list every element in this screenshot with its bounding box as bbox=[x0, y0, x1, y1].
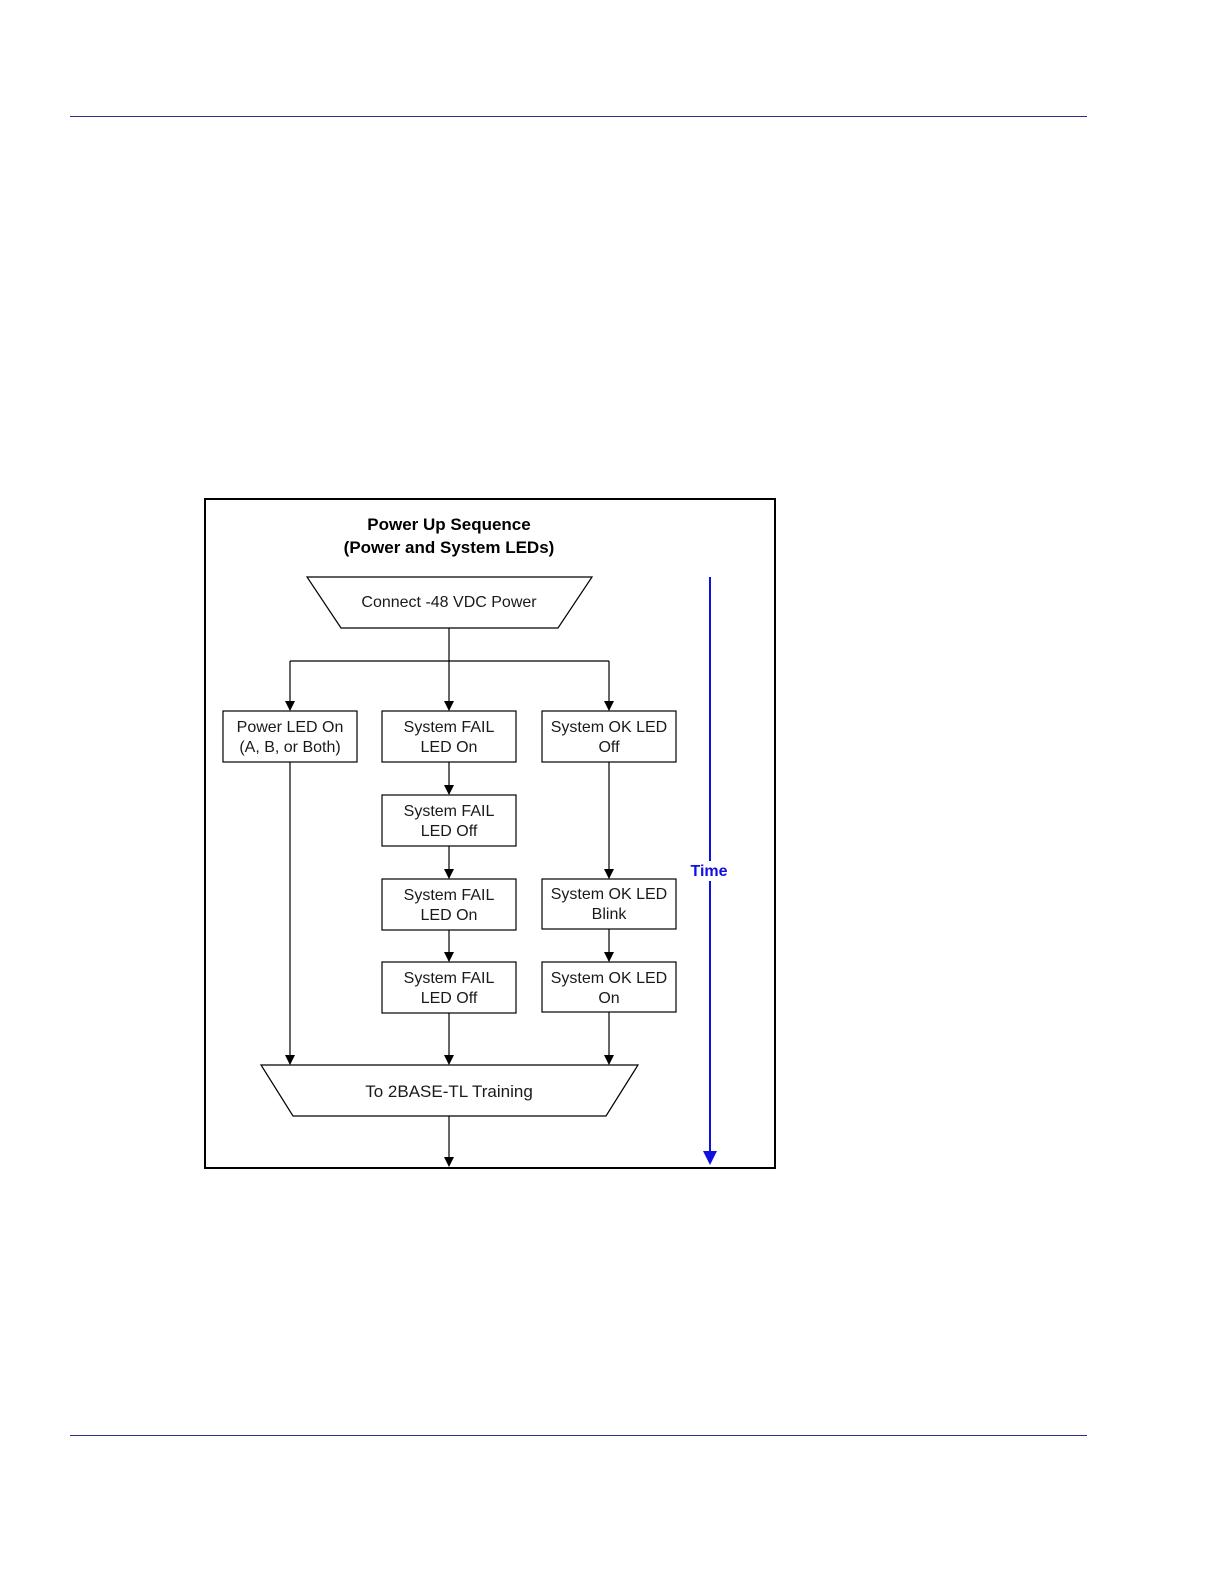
ok-box-3-line2: On bbox=[598, 990, 619, 1007]
ok-box-1-line2: Off bbox=[598, 739, 620, 756]
diagram-subtitle: (Power and System LEDs) bbox=[344, 538, 555, 557]
start-node-label: Connect -48 VDC Power bbox=[361, 594, 537, 611]
power-led-line1: Power LED On bbox=[237, 719, 344, 736]
fail-box-2-line2: LED Off bbox=[421, 823, 478, 840]
fail-box-4-line1: System FAIL bbox=[404, 970, 495, 987]
power-led-line2: (A, B, or Both) bbox=[239, 739, 340, 756]
fail-box-3-line1: System FAIL bbox=[404, 887, 495, 904]
diagram-title: Power Up Sequence bbox=[367, 515, 530, 534]
fail-box-3-line2: LED On bbox=[421, 907, 478, 924]
ok-box-2-line1: System OK LED bbox=[551, 886, 667, 903]
time-label: Time bbox=[690, 863, 727, 880]
ok-box-3-line1: System OK LED bbox=[551, 970, 667, 987]
end-node-label: To 2BASE-TL Training bbox=[365, 1082, 533, 1101]
fail-box-2-line1: System FAIL bbox=[404, 803, 495, 820]
ok-box-2-line2: Blink bbox=[592, 906, 628, 923]
ok-box-1-line1: System OK LED bbox=[551, 719, 667, 736]
fail-box-1-line1: System FAIL bbox=[404, 719, 495, 736]
fail-box-4-line2: LED Off bbox=[421, 990, 478, 1007]
fail-box-1-line2: LED On bbox=[421, 739, 478, 756]
